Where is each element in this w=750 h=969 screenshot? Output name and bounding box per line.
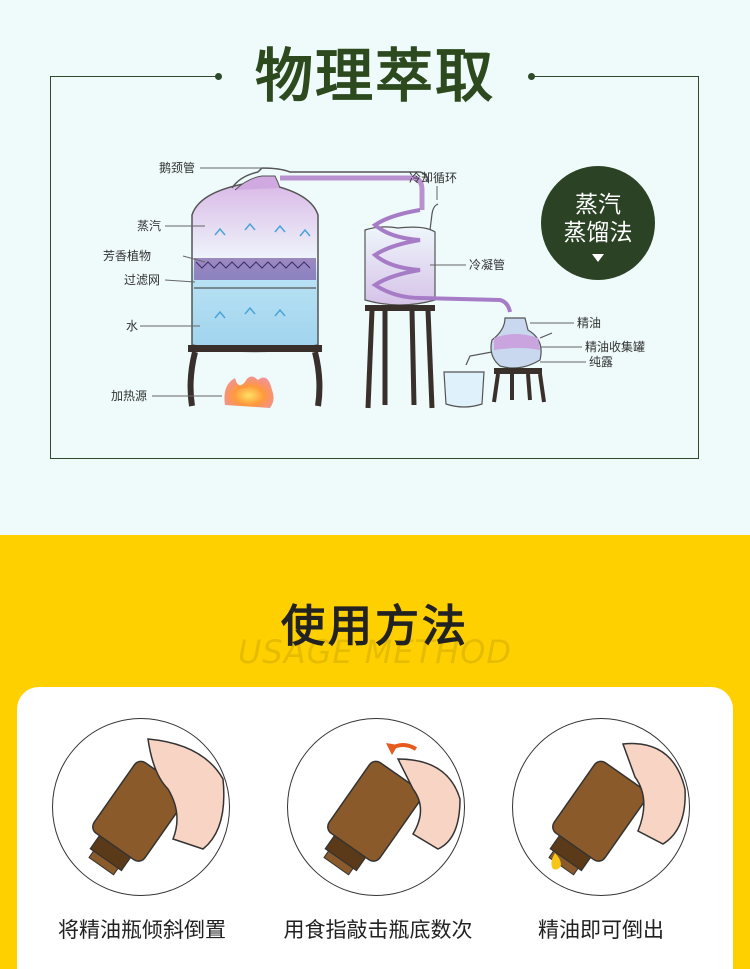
badge-line2: 蒸馏法 <box>563 220 633 246</box>
label-hydrosol: 纯露 <box>589 355 614 369</box>
label-collector: 精油收集罐 <box>585 340 646 354</box>
steam-distillation-badge: 蒸汽 蒸馏法 <box>541 166 655 280</box>
diagram-frame <box>50 76 699 459</box>
step-2-text: 用食指敲击瓶底数次 <box>283 918 473 942</box>
step-1-illustration <box>52 718 230 896</box>
label-cooling-cycle: 冷却循环 <box>409 171 458 185</box>
label-filter: 过滤网 <box>124 273 161 287</box>
step-3-illustration <box>512 718 690 896</box>
frame-top-left-line <box>50 76 218 77</box>
frame-dot-right <box>528 73 535 80</box>
step-2-illustration <box>287 718 465 896</box>
label-condenser: 冷凝管 <box>469 258 506 272</box>
label-plants: 芳香植物 <box>103 249 152 263</box>
label-steam: 蒸汽 <box>137 219 162 233</box>
label-heat: 加热源 <box>111 389 148 403</box>
frame-dot-left <box>215 73 222 80</box>
step-1-text: 将精油瓶倾斜倒置 <box>58 918 226 942</box>
bottle-tilt-icon <box>88 738 225 876</box>
usage-subtitle: USAGE METHOD <box>237 633 513 671</box>
page-title: 物理萃取 <box>254 42 495 110</box>
bottle-pour-icon <box>548 742 686 876</box>
label-water: 水 <box>126 319 139 333</box>
bottle-tap-icon <box>323 743 461 876</box>
distillation-diagram <box>140 167 586 409</box>
label-essential-oil: 精油 <box>577 316 602 330</box>
step-3-text: 精油即可倒出 <box>538 918 664 942</box>
usage-title: 使用方法 <box>281 601 469 652</box>
label-gooseneck: 鹅颈管 <box>159 161 196 175</box>
caret-down-icon <box>592 254 604 262</box>
badge-line1: 蒸汽 <box>575 192 621 218</box>
frame-top-right-line <box>530 76 699 77</box>
